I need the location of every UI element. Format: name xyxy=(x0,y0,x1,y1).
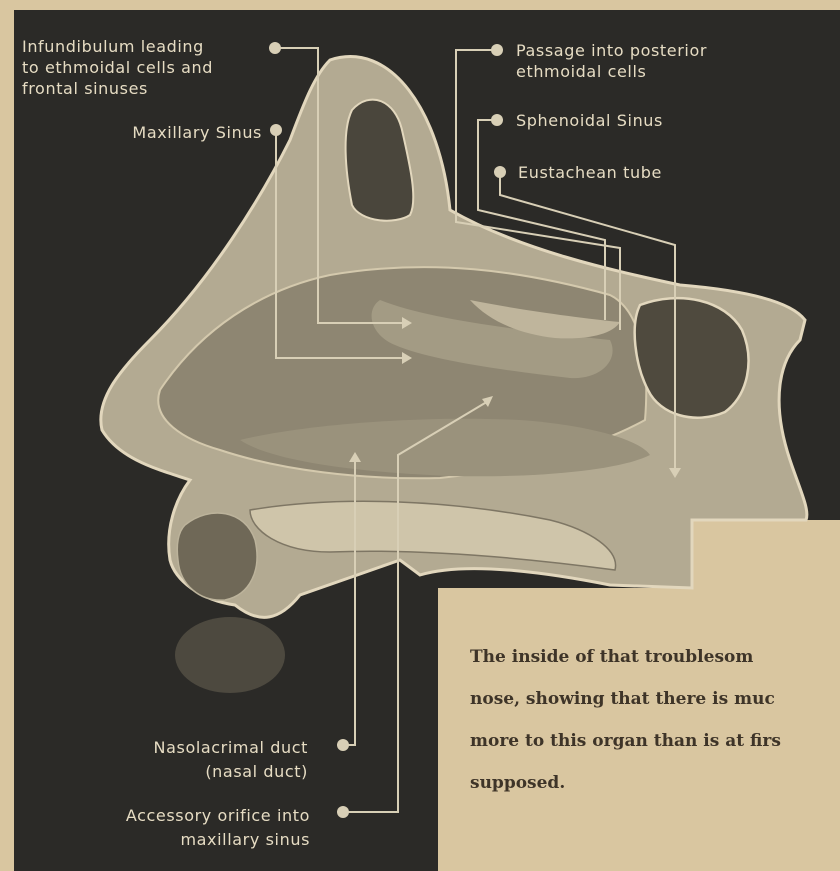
bullet-eustachean xyxy=(494,166,506,178)
label-nasolacrimal-duct: Nasolacrimal duct (nasal duct) xyxy=(154,736,308,784)
label-accessory-orifice: Accessory orifice into maxillary sinus xyxy=(126,804,310,852)
caption-text: The inside of that troublesom nose, show… xyxy=(470,636,830,804)
label-infundibulum: Infundibulum leading to ethmoidal cells … xyxy=(22,36,213,99)
bullet-accessory xyxy=(337,806,349,818)
bullet-passage xyxy=(491,44,503,56)
label-eustachean-tube: Eustachean tube xyxy=(518,162,662,183)
bullet-sphenoidal xyxy=(491,114,503,126)
bullet-nasolacrimal xyxy=(337,739,349,751)
label-sphenoidal-sinus: Sphenoidal Sinus xyxy=(516,110,663,131)
lip-shadow xyxy=(175,617,285,693)
bullet-maxillary xyxy=(270,124,282,136)
label-maxillary-sinus: Maxillary Sinus xyxy=(132,122,262,143)
maxilla-teeth xyxy=(177,513,257,600)
bullet-infundibulum xyxy=(269,42,281,54)
label-passage-posterior: Passage into posterior ethmoidal cells xyxy=(516,40,707,82)
